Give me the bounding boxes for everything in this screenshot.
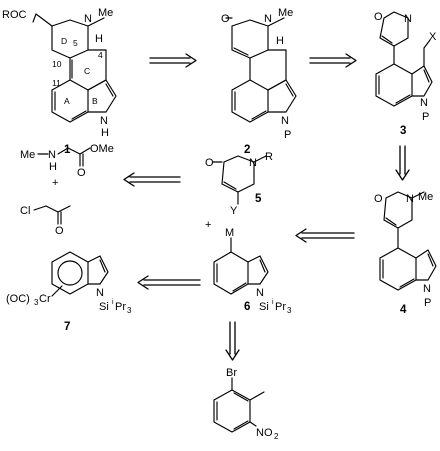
c2-me: Me (278, 7, 293, 19)
c2-p: P (284, 129, 291, 141)
c3-o: O (374, 11, 383, 23)
c6-m: M (225, 227, 234, 239)
nitro-2: 2 (274, 432, 279, 441)
c7-pr-3: 3 (127, 306, 132, 315)
retro-arrow-1-2 (149, 53, 197, 68)
sarcosine-ester: Me N H O OMe (20, 143, 114, 179)
chloro-cl: Cl (20, 205, 30, 217)
sarc-h: H (49, 161, 57, 173)
c1-number: 1 (64, 144, 71, 156)
c1-c10: 10 (52, 59, 62, 69)
retro-arrow-4-5 (295, 228, 355, 243)
c6-si: Si (259, 301, 269, 313)
c4-p: P (424, 297, 431, 309)
c6-number: 6 (244, 301, 250, 313)
c2-o: O (221, 13, 230, 25)
c3-number: 3 (400, 125, 406, 137)
retro-arrow-6-7 (137, 275, 201, 290)
c5-o: O (205, 157, 214, 169)
c4-n: N (406, 193, 414, 205)
c7-n: N (96, 287, 104, 299)
c1-c5: 5 (73, 38, 78, 48)
c2-n-ind: N (281, 115, 289, 127)
c4-me: Me (418, 191, 433, 203)
c4-o: O (374, 193, 383, 205)
c4-number: 4 (400, 304, 407, 316)
c1-ring-d: D (61, 36, 67, 46)
c3-n-ind: N (420, 97, 428, 109)
c5-number: 5 (255, 193, 262, 205)
c1-nh-n: N (100, 115, 108, 127)
plus-sign-1: + (52, 177, 58, 189)
c7-number: 7 (64, 321, 70, 333)
c2-number: 2 (244, 144, 250, 156)
compound-4: O N Me N P 4 (374, 191, 437, 316)
bromonitrotoluene: Br NO 2 (213, 367, 279, 441)
compound-7: N Si i Pr 3 (OC) 3 Cr 7 (6, 251, 132, 333)
c6-pr: Pr (275, 301, 286, 313)
c5-r: R (265, 151, 273, 163)
c3-p: P (422, 111, 429, 123)
c1-ring-b: B (92, 96, 98, 106)
c1-h5: H (95, 33, 103, 45)
c1-n: N (84, 13, 92, 25)
c7-pr: Pr (115, 301, 126, 313)
c4-n-ind: N (423, 283, 431, 295)
sarc-o: O (77, 167, 86, 179)
chloroacetone: Cl O (20, 205, 71, 237)
c2-n: N (264, 13, 272, 25)
c1-ring-a: A (64, 96, 70, 106)
compound-3: O N X N P 3 (374, 11, 437, 137)
sarc-me: Me (20, 149, 35, 161)
c6-3: 3 (287, 306, 292, 315)
c7-cr: Cr (39, 293, 51, 305)
plus-sign-2: + (205, 219, 211, 231)
retro-arrow-2-3 (309, 53, 357, 68)
c1-c4: 4 (98, 50, 103, 60)
c1-c11: 11 (52, 78, 61, 88)
c5-y: Y (230, 205, 238, 217)
sarc-ome: OMe (90, 143, 114, 155)
compound-6: M N Si i Pr 3 6 (213, 227, 292, 315)
c1-nh-h: H (101, 127, 109, 139)
nitro-no: NO (256, 427, 273, 439)
c7-i: i (112, 299, 114, 306)
c5-n: N (249, 157, 257, 169)
c6-i: i (272, 299, 274, 306)
c1-ring-c: C (84, 66, 90, 76)
sarc-n: N (48, 149, 56, 161)
c7-co: (OC) (6, 293, 30, 305)
c2-h: H (276, 35, 284, 47)
retro-arrow-5-reagents (123, 172, 181, 187)
compound-2: O N Me H N P 2 (221, 7, 297, 156)
c7-si: Si (99, 301, 109, 313)
c3-n: N (404, 13, 412, 25)
c1-roc: ROC (2, 9, 27, 21)
retro-arrow-3-4 (395, 145, 410, 181)
compound-1: ROC N Me H D 5 4 10 11 C A B N H 1 (2, 7, 117, 156)
retro-arrow-6-nitro (225, 321, 240, 361)
c7-co-3: 3 (34, 298, 39, 307)
nitro-br: Br (226, 367, 237, 379)
c6-n: N (256, 287, 264, 299)
c1-me: Me (98, 7, 113, 19)
compound-5: O N R Y 5 (205, 151, 273, 217)
chloro-o: O (55, 225, 64, 237)
c3-x: X (429, 31, 437, 43)
